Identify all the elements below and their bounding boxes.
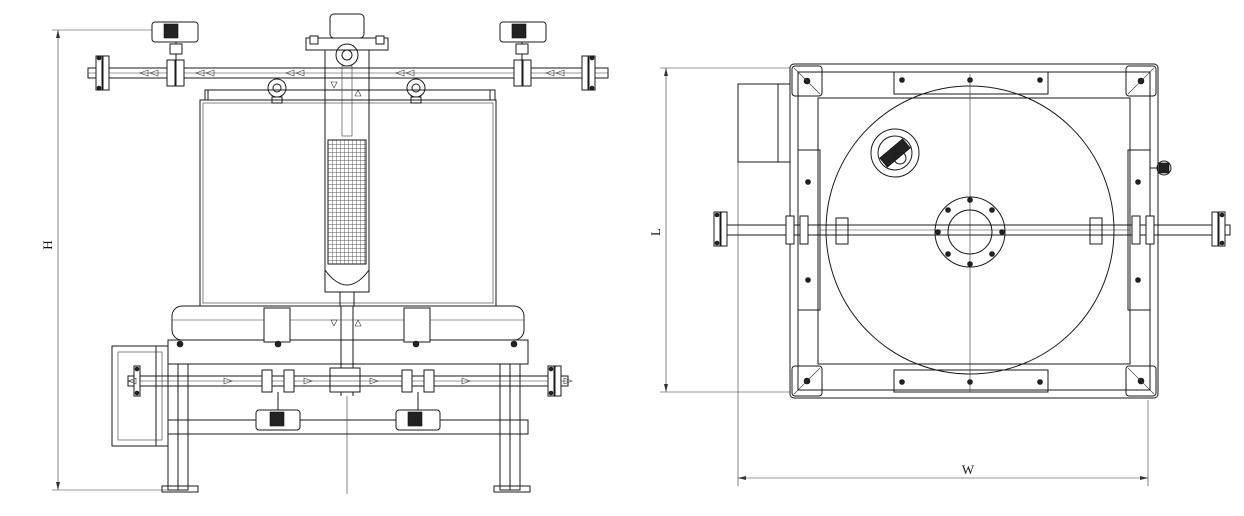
motor-housing xyxy=(111,345,169,447)
height-dimension: H xyxy=(40,29,170,491)
bottom-right-valve-actuator xyxy=(395,392,441,431)
plan-frame xyxy=(789,63,1159,399)
tank-circle xyxy=(820,74,1130,392)
width-label: W xyxy=(962,462,975,477)
top-left-valve-actuator xyxy=(151,21,199,60)
lifting-lugs xyxy=(267,78,426,104)
central-nozzle xyxy=(934,196,1006,268)
corner-feet xyxy=(791,65,1157,397)
top-pipe-header xyxy=(87,55,609,91)
frame-bolts xyxy=(805,77,1141,385)
length-dimension: L xyxy=(648,67,790,393)
filter-housing xyxy=(305,13,389,396)
length-label: L xyxy=(648,228,663,236)
top-right-valve-actuator xyxy=(499,21,547,60)
manhole xyxy=(870,128,920,178)
front-elevation-view: H xyxy=(40,13,609,494)
plan-view: L W xyxy=(648,63,1231,486)
bottom-pipe-header xyxy=(127,365,573,397)
plan-motor-housing xyxy=(737,83,791,163)
plan-pipe xyxy=(713,211,1231,247)
width-dimension: W xyxy=(737,160,1149,486)
base-frame xyxy=(161,305,531,493)
bottom-left-valve-actuator xyxy=(255,392,301,431)
height-label: H xyxy=(40,240,55,249)
side-fitting xyxy=(1150,160,1172,176)
